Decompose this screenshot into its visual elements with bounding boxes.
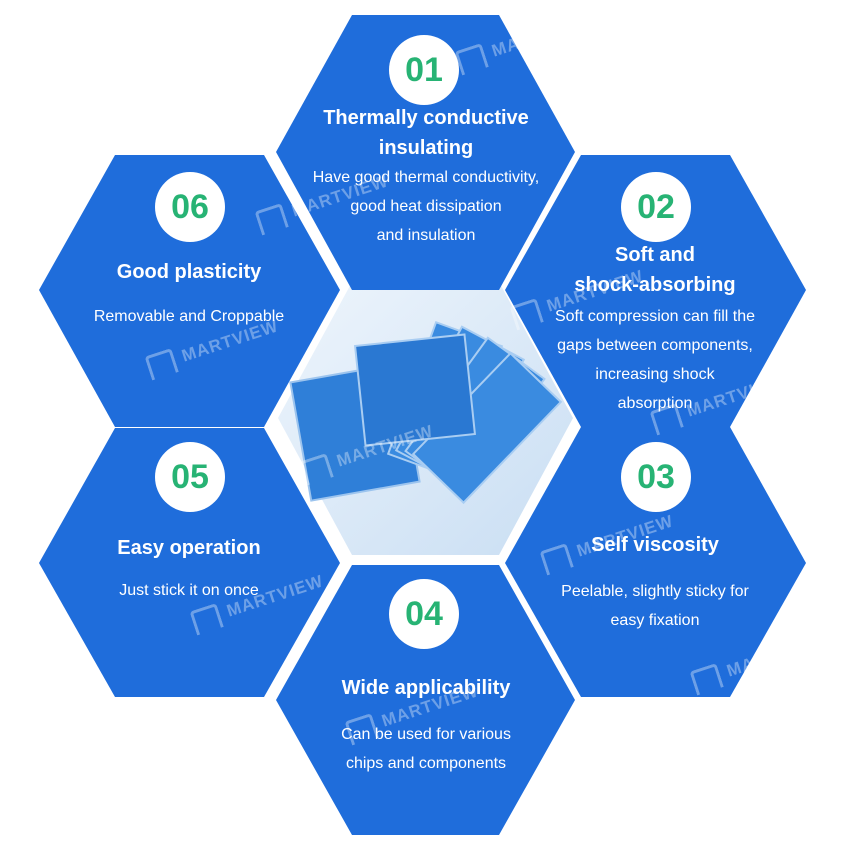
hexagon-06 [39, 155, 340, 427]
thermal-pad-image [289, 320, 563, 505]
feature-desc-02: Soft compression can fill the gaps betwe… [554, 308, 756, 412]
feature-title-04: Wide applicability [341, 677, 511, 699]
number-badge-01: 01 [389, 35, 459, 105]
number-badge-05: 05 [155, 442, 225, 512]
hexagon-02 [505, 155, 806, 427]
number-badge-02: 02 [621, 172, 691, 242]
feature-title-05: Easy operation [117, 537, 261, 559]
feature-title-03: Self viscosity [591, 534, 719, 556]
feature-desc-06: Removable and Croppable [93, 308, 285, 325]
number-badge-04: 04 [389, 579, 459, 649]
number-badge-03: 03 [621, 442, 691, 512]
feature-desc-05: Just stick it on once [119, 582, 259, 599]
feature-desc-04: Can be used for various chips and compon… [341, 726, 511, 772]
hexagon-01 [276, 15, 575, 290]
feature-title-06: Good plasticity [116, 261, 262, 283]
feature-title-01: Thermally conductive insulating [323, 107, 529, 159]
number-badge-06: 06 [155, 172, 225, 242]
hexagon-04 [276, 565, 575, 835]
feature-title-02: Soft and shock-absorbing [574, 244, 736, 296]
feature-desc-03: Peelable, slightly sticky for easy fixat… [561, 583, 749, 629]
feature-desc-01: Have good thermal conductivity, good hea… [312, 169, 540, 244]
hexagon-03 [505, 427, 806, 697]
hexagon-05 [39, 428, 340, 697]
